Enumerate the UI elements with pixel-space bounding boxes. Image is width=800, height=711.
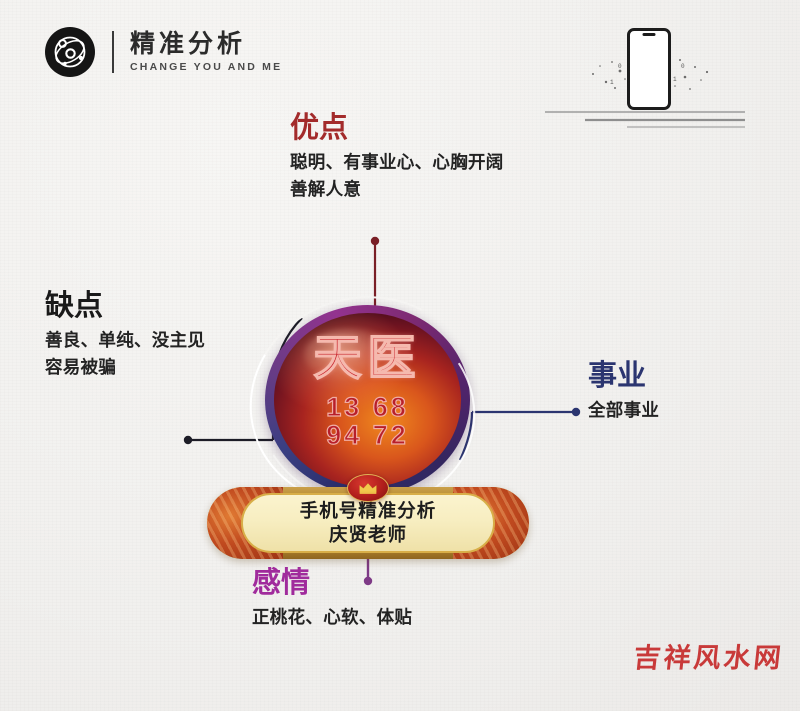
callout-career-line-1: 全部事业: [588, 400, 660, 421]
callout-advantages: 优点 聪明、有事业心、心胸开阔 善解人意: [290, 112, 590, 202]
callout-disadvantages-line-1: 善良、单纯、没主见: [45, 330, 206, 351]
orb-numbers: 13 68 94 72: [265, 392, 470, 451]
smartphone-icon: [627, 28, 671, 110]
callout-advantages-line-2: 善解人意: [290, 178, 362, 199]
banner-line-2: 庆贤老师: [328, 524, 407, 545]
callout-disadvantages: 缺点 善良、单纯、没主见 容易被骗: [45, 290, 285, 380]
callout-relationship-heading: 感情: [252, 567, 311, 599]
orbit-circle-logo-icon: [44, 26, 96, 78]
brand-text-block: 精准分析 CHANGE YOU AND ME: [130, 30, 283, 73]
orb-number-line-2: 94 72: [326, 420, 409, 451]
svg-text:0: 0: [681, 63, 685, 70]
brand-header: 精准分析 CHANGE YOU AND ME: [44, 26, 282, 78]
orb-label: 天医: [313, 332, 422, 385]
crown-icon: [347, 474, 389, 502]
callout-relationship: 感情 正桃花、心软、体贴: [252, 567, 542, 631]
phone-graphic: 010 101 10: [545, 22, 745, 132]
callout-career: 事业 全部事业: [588, 360, 778, 424]
callout-advantages-line-1: 聪明、有事业心、心胸开阔: [290, 152, 504, 173]
banner-line-1: 手机号精准分析: [299, 499, 437, 521]
watermark: 吉祥风水网: [632, 643, 786, 674]
callout-career-heading: 事业: [588, 360, 647, 392]
brand-title: 精准分析: [130, 30, 247, 59]
orb-sheen-highlight: [303, 328, 398, 381]
callout-disadvantages-line-2: 容易被骗: [45, 356, 117, 377]
orb-body: [274, 313, 461, 487]
callout-advantages-heading: 优点: [290, 112, 349, 144]
callout-disadvantages-heading: 缺点: [45, 290, 104, 322]
orb-number-line-1: 13 68: [326, 392, 409, 422]
phone-notch-icon: [642, 33, 656, 36]
brand-divider: [112, 31, 114, 73]
callout-relationship-line-1: 正桃花、心软、体贴: [252, 607, 413, 628]
gold-banner-inner: 手机号精准分析 庆贤老师: [241, 493, 495, 553]
svg-text:0: 0: [618, 63, 622, 70]
svg-text:1: 1: [673, 76, 677, 83]
brand-subtitle: CHANGE YOU AND ME: [130, 60, 283, 73]
header-rule-lines-icon: [545, 108, 745, 130]
connector-career: [459, 407, 581, 461]
central-orb: 天医 13 68 94 72: [224, 269, 502, 533]
gold-banner: 手机号精准分析 庆贤老师: [207, 474, 529, 559]
svg-text:1: 1: [610, 79, 614, 86]
